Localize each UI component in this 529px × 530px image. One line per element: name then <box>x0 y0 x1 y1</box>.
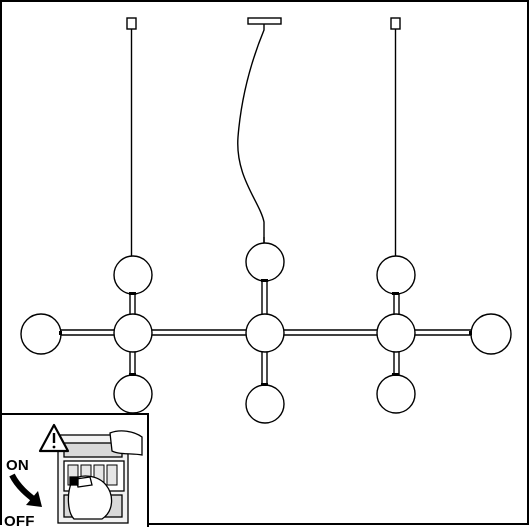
globe-far-left <box>20 313 62 355</box>
center-ceiling-canopy <box>247 17 282 25</box>
globe-left-bottom <box>113 374 153 414</box>
left-ceiling-hook <box>126 17 137 30</box>
globe-center-middle <box>245 313 285 353</box>
globe-right-bottom <box>376 374 416 414</box>
globe-right-center <box>376 313 416 353</box>
on-label: ON <box>6 457 29 474</box>
globe-collars <box>59 279 472 386</box>
globe-left-top <box>113 255 153 295</box>
power-off-warning-inset: ON OFF <box>2 413 149 530</box>
upper-hand <box>109 430 143 456</box>
globe-center-top <box>245 242 285 282</box>
breaker-panel-illustration <box>9 423 143 524</box>
off-label: OFF <box>4 513 35 530</box>
globes <box>20 242 512 424</box>
globe-left-center <box>113 313 153 353</box>
curved-arrow-down-icon <box>9 473 42 507</box>
globe-far-right <box>470 313 512 355</box>
globe-right-top <box>376 255 416 295</box>
warning-triangle-icon <box>38 423 70 453</box>
center-power-cord <box>237 24 265 243</box>
globe-center-bottom <box>245 384 285 424</box>
right-ceiling-hook <box>390 17 401 30</box>
switch-being-pressed <box>69 476 79 486</box>
